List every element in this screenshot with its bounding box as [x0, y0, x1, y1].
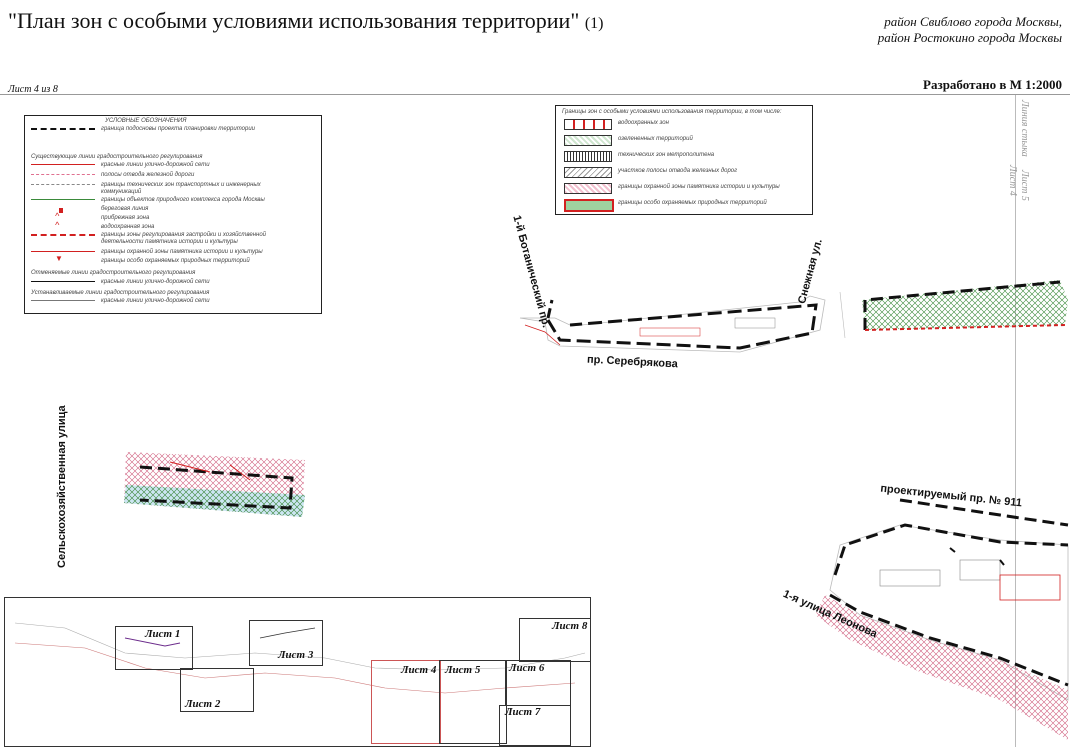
legend-item: полосы отвода железной дороги	[25, 171, 321, 179]
legend-item: красные линии улично-дорожной сети	[25, 297, 321, 305]
sheet-number: Лист 4 из 8	[8, 84, 58, 95]
overview-sheet-label-4: Лист 4	[401, 664, 437, 676]
overview-sheet-2[interactable]	[180, 668, 254, 712]
legend-item: границы охранной зоны памятника истории …	[25, 248, 321, 256]
overview-sheet-label-6: Лист 6	[509, 662, 545, 674]
overview-sheet-label-5: Лист 5	[445, 664, 481, 676]
overview-sheet-1[interactable]	[115, 626, 193, 670]
water-zone-symbol	[564, 119, 612, 130]
overview-sheet-5[interactable]	[439, 660, 507, 744]
legend-item: границы технических зон транспортных и и…	[25, 181, 321, 189]
scale-label: Разработано в М 1:2000	[923, 77, 1062, 92]
protection-zone-symbol	[31, 251, 95, 252]
page-title: "План зон с особыми условиями использова…	[8, 8, 603, 34]
legend-item: границы зоны регулирования застройки и х…	[25, 231, 321, 239]
triangle-down-icon: ▼	[55, 254, 63, 263]
overview-sheet-7[interactable]	[499, 705, 571, 746]
legend-item: ^ прибрежная зона	[55, 211, 150, 221]
overview-sheet-label-3: Лист 3	[278, 649, 314, 661]
dashed-boundary-symbol	[31, 128, 95, 130]
rail-zone-symbol	[564, 167, 612, 178]
zones-legend-panel: Границы зон с особыми условиями использо…	[555, 105, 813, 215]
legend-item: красные линии улично-дорожной сети	[25, 161, 321, 169]
overview-sheet-label-1: Лист 1	[145, 628, 181, 640]
legend-item: границы объектов природного комплекса го…	[25, 196, 321, 204]
street-label-selskokhoz: Сельскохозяйственная улица	[56, 405, 68, 568]
metro-zone-symbol	[564, 151, 612, 162]
overview-sheet-label-2: Лист 2	[185, 698, 221, 710]
legend-item: красные линии улично-дорожной сети	[25, 278, 321, 286]
sheet-overview-map: Лист 1 Лист 2 Лист 3 Лист 4 Лист 5 Лист …	[4, 597, 591, 747]
regulation-zone-block	[124, 452, 305, 517]
legend-title: УСЛОВНЫЕ ОБОЗНАЧЕНИЯ	[105, 118, 187, 124]
chevron-up-icon: ^	[55, 211, 60, 221]
green-zone-symbol	[564, 135, 612, 146]
red-line-symbol	[31, 164, 95, 165]
tech-zone-symbol	[31, 184, 95, 185]
regulation-zone-symbol	[31, 234, 95, 236]
rail-line-symbol	[31, 174, 95, 175]
zones-legend-title: Границы зон с особыми условиями использо…	[562, 109, 782, 115]
region-line-2: район Ростокино города Москвы	[877, 30, 1062, 45]
botanichesky-area	[519, 295, 826, 353]
overview-sheet-4[interactable]	[371, 660, 441, 744]
legend-section-existing: Существующие линии градостроительного ре…	[31, 154, 203, 160]
legend-panel: УСЛОВНЫЕ ОБОЗНАЧЕНИЯ граница подосновы п…	[24, 115, 322, 314]
overview-sheet-label-8: Лист 8	[552, 620, 588, 632]
legend-item: деятельности памятника истории и культур…	[101, 239, 238, 245]
cancelled-line-symbol	[31, 281, 95, 282]
legend-section-cancelled: Отменяемые линии градостроительного регу…	[31, 270, 196, 276]
legend-item: береговая линия	[25, 205, 321, 213]
legend-item: ^ водоохранная зона	[55, 220, 155, 230]
legend-item: граница подосновы проекта планировки тер…	[25, 125, 321, 133]
new-line-symbol	[31, 300, 95, 301]
title-number: (1)	[584, 15, 604, 32]
protected-area-symbol	[564, 199, 614, 212]
chevron-up-icon: ^	[55, 220, 60, 230]
sheet-join-line	[1015, 95, 1016, 747]
overview-sheet-8[interactable]	[519, 618, 591, 662]
legend-item: ▼ границы особо охраняемых природных тер…	[55, 254, 250, 264]
region-line-1: район Свиблово города Москвы,	[884, 14, 1062, 29]
legend-item: коммуникаций	[101, 189, 142, 195]
header-divider	[0, 94, 1070, 95]
nature-symbol	[31, 199, 95, 200]
legend-section-new: Устанавливаемые линии градостроительного…	[31, 290, 210, 296]
title-text: "План зон с особыми условиями использова…	[8, 8, 580, 33]
overview-sheet-3[interactable]	[249, 620, 323, 666]
overview-sheet-label-7: Лист 7	[505, 706, 541, 718]
green-zone-strip	[839, 280, 1068, 339]
shore-symbol	[59, 208, 63, 213]
leonova-area	[815, 498, 1069, 740]
monument-zone-symbol	[564, 183, 612, 194]
